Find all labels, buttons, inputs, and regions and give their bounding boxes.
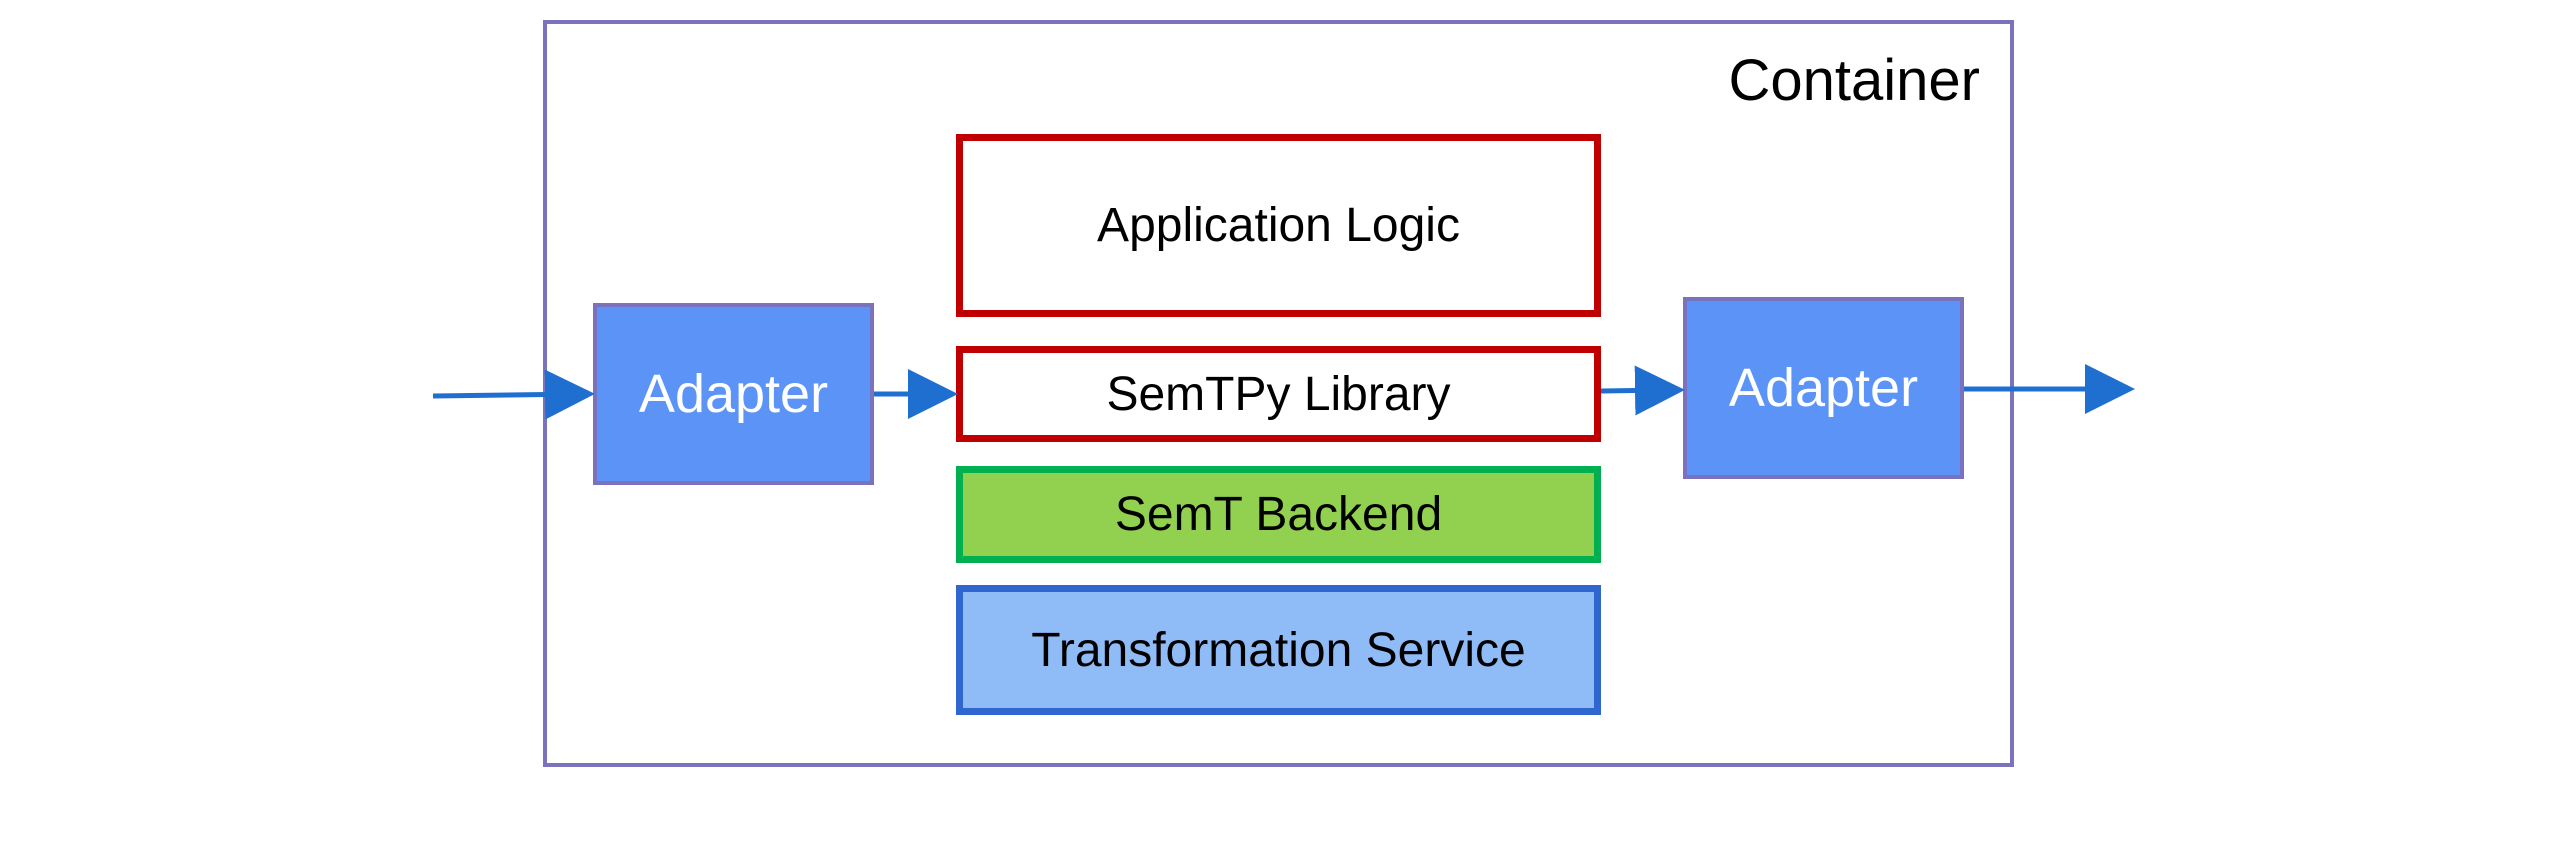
semtpy-library-box: SemTPy Library xyxy=(956,346,1601,442)
adapter-right-label: Adapter xyxy=(1728,358,1919,418)
adapter-left-box: Adapter xyxy=(593,303,874,485)
adapter-right-box: Adapter xyxy=(1683,297,1964,479)
container-label: Container xyxy=(1728,48,1980,113)
application-logic-label: Application Logic xyxy=(1097,199,1460,252)
semtpy-library-label: SemTPy Library xyxy=(1106,367,1451,421)
application-logic-box: Application Logic xyxy=(956,134,1601,317)
transformation-service-box: Transformation Service xyxy=(956,585,1601,715)
adapter-left-label: Adapter xyxy=(638,364,829,424)
semt-backend-box: SemT Backend xyxy=(956,466,1601,563)
transformation-service-label: Transformation Service xyxy=(1031,623,1526,677)
semt-backend-label: SemT Backend xyxy=(1114,488,1443,541)
